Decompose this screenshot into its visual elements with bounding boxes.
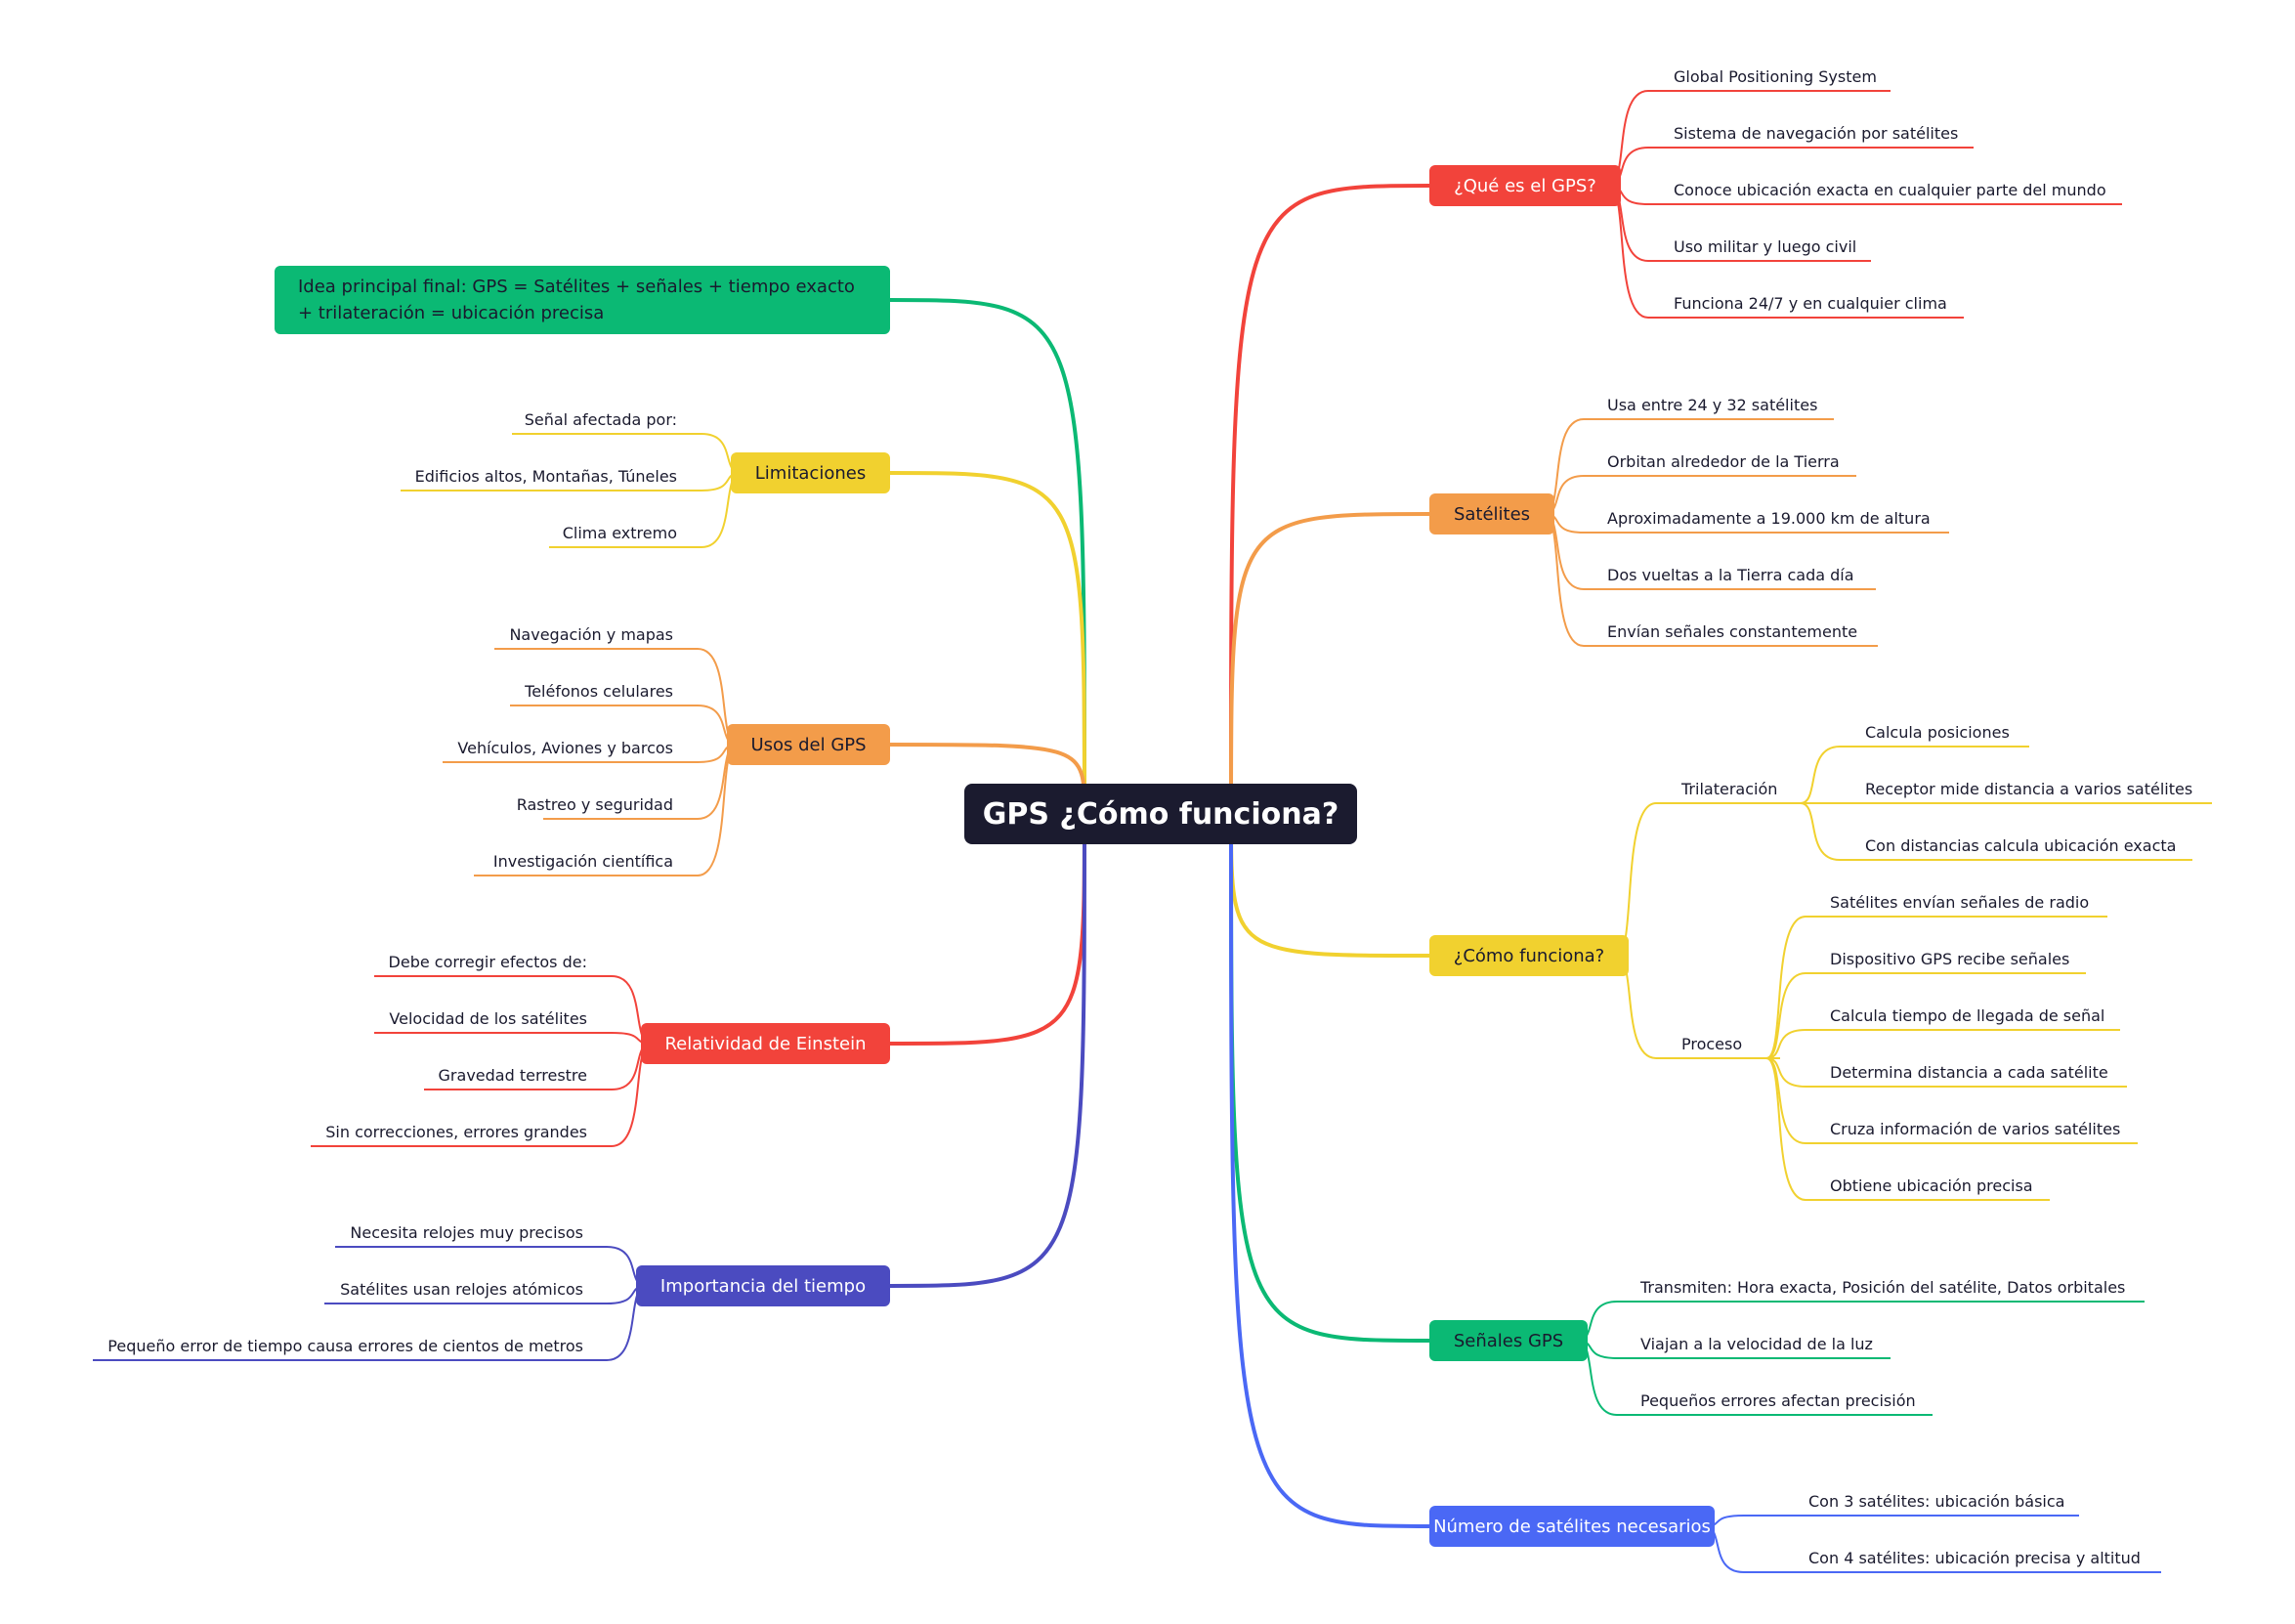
underline-trilateracion [1800, 802, 2192, 861]
leaf-senales: Viajan a la velocidad de la luz [1640, 1335, 1873, 1353]
branch-usos-gps[interactable]: Usos del GPS [727, 724, 890, 765]
leaf-satelites: Usa entre 24 y 32 satélites [1607, 396, 1818, 414]
leaf-usos: Rastreo y seguridad [516, 795, 673, 814]
branch-idea-principal[interactable]: Idea principal final: GPS = Satélites + … [275, 266, 890, 334]
connector-que-es [1229, 184, 1430, 815]
leaf-usos: Vehículos, Aviones y barcos [457, 739, 673, 757]
leaf-tiempo: Necesita relojes muy precisos [350, 1223, 583, 1242]
leaf-que-es: Conoce ubicación exacta en cualquier par… [1674, 181, 2106, 199]
underline-proceso [1765, 1057, 2050, 1201]
leaf-senales: Transmiten: Hora exacta, Posición del sa… [1640, 1278, 2126, 1297]
leaf-tiempo: Pequeño error de tiempo causa errores de… [107, 1337, 583, 1355]
leaf-que-es: Global Positioning System [1674, 67, 1877, 86]
subbranch-trilateracion[interactable]: Trilateración [1681, 780, 1778, 798]
underline-trilateracion [1800, 746, 2029, 804]
connector-satelites [1229, 512, 1430, 815]
leaf-satelites: Dos vueltas a la Tierra cada día [1607, 566, 1854, 584]
leaf-trilateracion: Receptor mide distancia a varios satélit… [1865, 780, 2193, 798]
branch-numero-satelites[interactable]: Número de satélites necesarios [1429, 1506, 1715, 1547]
leaf-usos: Teléfonos celulares [525, 682, 673, 701]
leaf-numero: Con 3 satélites: ubicación básica [1808, 1492, 2065, 1511]
leaf-satelites: Orbitan alrededor de la Tierra [1607, 452, 1840, 471]
branch-que-es-gps[interactable]: ¿Qué es el GPS? [1429, 165, 1621, 206]
underline-proceso [1765, 1057, 2127, 1088]
leaf-senales: Pequeños errores afectan precisión [1640, 1391, 1916, 1410]
branch-satelites[interactable]: Satélites [1429, 493, 1554, 534]
leaf-relatividad: Gravedad terrestre [438, 1066, 587, 1085]
connector-senales [1229, 813, 1430, 1343]
leaf-usos: Investigación científica [492, 852, 673, 871]
leaf-trilateracion: Con distancias calcula ubicación exacta [1865, 836, 2177, 855]
leaf-relatividad: Sin correcciones, errores grandes [325, 1123, 587, 1141]
underline-proceso [1765, 972, 2086, 1059]
branch-importancia-tiempo[interactable]: Importancia del tiempo [636, 1265, 890, 1306]
underline-relatividad [374, 1032, 652, 1045]
subbranch-proceso[interactable]: Proceso [1681, 1035, 1743, 1053]
leaf-limitaciones: Señal afectada por: [524, 410, 677, 429]
leaf-usos: Navegación y mapas [509, 625, 673, 644]
leaf-tiempo: Satélites usan relojes atómicos [340, 1280, 583, 1299]
connector-relatividad [889, 813, 1086, 1046]
leaf-limitaciones: Clima extremo [562, 524, 677, 542]
underline-numero [1704, 1515, 2079, 1527]
leaf-relatividad: Debe corregir efectos de: [388, 953, 587, 971]
leaf-que-es: Sistema de navegación por satélites [1674, 124, 1959, 143]
branch-como-funciona[interactable]: ¿Cómo funciona? [1429, 935, 1629, 976]
leaf-limitaciones: Edificios altos, Montañas, Túneles [414, 467, 677, 486]
leaf-que-es: Funciona 24/7 y en cualquier clima [1674, 294, 1947, 313]
leaf-que-es: Uso militar y luego civil [1674, 237, 1857, 256]
leaf-proceso: Dispositivo GPS recibe señales [1830, 950, 2070, 968]
leaf-relatividad: Velocidad de los satélites [389, 1009, 587, 1028]
leaf-satelites: Envían señales constantemente [1607, 622, 1858, 641]
leaf-numero: Con 4 satélites: ubicación precisa y alt… [1808, 1549, 2141, 1567]
branch-limitaciones[interactable]: Limitaciones [731, 452, 890, 493]
leaf-proceso: Calcula tiempo de llegada de señal [1830, 1006, 2105, 1025]
leaf-satelites: Aproximadamente a 19.000 km de altura [1607, 509, 1931, 528]
leaf-proceso: Determina distancia a cada satélite [1830, 1063, 2108, 1082]
connector-tiempo [889, 813, 1086, 1288]
connector-numero [1229, 813, 1430, 1528]
branch-relatividad-einstein[interactable]: Relatividad de Einstein [641, 1023, 890, 1064]
branch-senales-gps[interactable]: Señales GPS [1429, 1320, 1588, 1361]
leaf-proceso: Obtiene ubicación precisa [1830, 1176, 2033, 1195]
leaf-trilateracion: Calcula posiciones [1865, 723, 2010, 742]
connector-limitaciones [889, 471, 1086, 815]
leaf-proceso: Satélites envían señales de radio [1830, 893, 2090, 912]
underline-como [1616, 802, 1801, 957]
underline-proceso [1765, 1029, 2120, 1059]
leaf-proceso: Cruza información de varios satélites [1830, 1120, 2121, 1138]
underline-proceso [1765, 916, 2107, 1059]
connector-idea [889, 298, 1086, 815]
root-node[interactable]: GPS ¿Cómo funciona? [964, 784, 1357, 844]
